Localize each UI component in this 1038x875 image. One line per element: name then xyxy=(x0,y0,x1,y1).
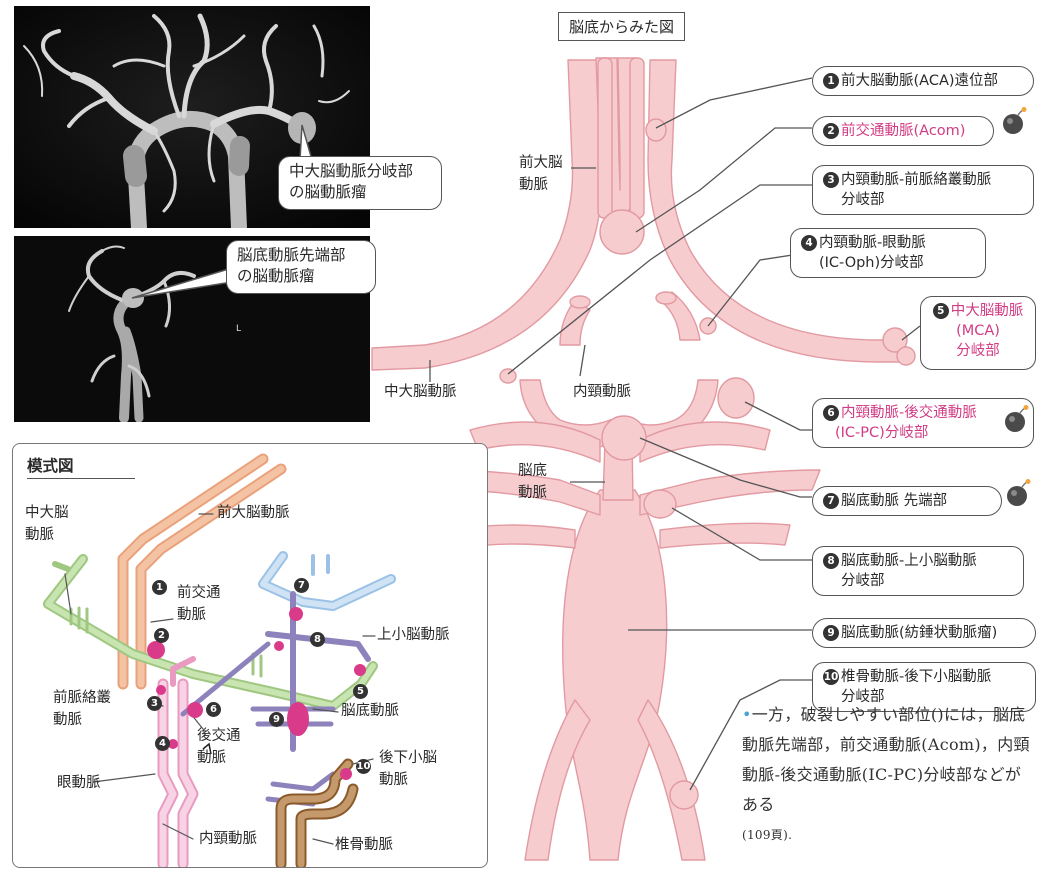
schema-label-pica: 後下小脳 xyxy=(379,749,437,768)
note-paragraph: •一方，破裂しやすい部位()には，脳底動脈先端部，前交通動脈(Acom)，内頸動… xyxy=(742,700,1037,850)
bomb-icon xyxy=(1002,404,1030,434)
schema-label-achor: 前脈絡叢 xyxy=(53,689,111,708)
schema-label-pcom: 後交通 xyxy=(197,727,241,746)
schema-label-pica-2: 動脈 xyxy=(379,771,408,790)
schema-label-oph: 眼動脈 xyxy=(57,774,101,793)
schema-label-mca-2: 動脈 xyxy=(25,526,54,545)
label-mca: 中大脳動脈 xyxy=(384,383,457,402)
schema-label-pcom-2: 動脈 xyxy=(197,749,226,768)
schema-num-9: 9 xyxy=(269,712,284,727)
label-aca-2: 動脈 xyxy=(519,176,548,195)
note-text: 一方，破裂しやすい部位()には，脳底動脈先端部，前交通動脈(Acom)，内頸動脈… xyxy=(742,705,1030,814)
schema-num-8: 8 xyxy=(310,632,325,647)
schema-label-acom: 前交通 xyxy=(177,584,221,603)
schema-label-mca: 中大脳 xyxy=(25,504,69,523)
label-aca: 前大脳 xyxy=(519,154,563,173)
note-reference: (109頁). xyxy=(742,820,1037,850)
bomb-icon xyxy=(1000,106,1028,136)
label-basilar: 脳底 xyxy=(518,462,547,481)
label-basilar-2: 動脈 xyxy=(518,484,547,503)
note-bullet: • xyxy=(742,705,752,724)
schema-num-1: 1 xyxy=(152,580,167,595)
schematic-panel: 模式図 xyxy=(12,443,488,868)
bomb-icon xyxy=(1004,478,1032,508)
schema-label-acom-2: 動脈 xyxy=(177,606,206,625)
schema-label-sca: 上小脳動脈 xyxy=(377,626,450,645)
schema-num-2: 2 xyxy=(154,628,169,643)
schema-label-va: 椎骨動脈 xyxy=(335,836,393,855)
schema-num-7: 7 xyxy=(294,578,309,593)
schema-label-aca: 前大脳動脈 xyxy=(217,504,290,523)
schema-num-5: 5 xyxy=(353,684,368,699)
schema-label-achor-2: 動脈 xyxy=(53,711,82,730)
schema-num-4: 4 xyxy=(155,736,170,751)
schema-num-3: 3 xyxy=(147,696,162,711)
schema-num-6: 6 xyxy=(206,702,221,717)
schema-label-ica: 内頸動脈 xyxy=(199,830,257,849)
schema-label-ba: 脳底動脈 xyxy=(341,702,399,721)
schema-num-10: 10 xyxy=(356,759,371,774)
label-ica: 内頸動脈 xyxy=(573,383,631,402)
